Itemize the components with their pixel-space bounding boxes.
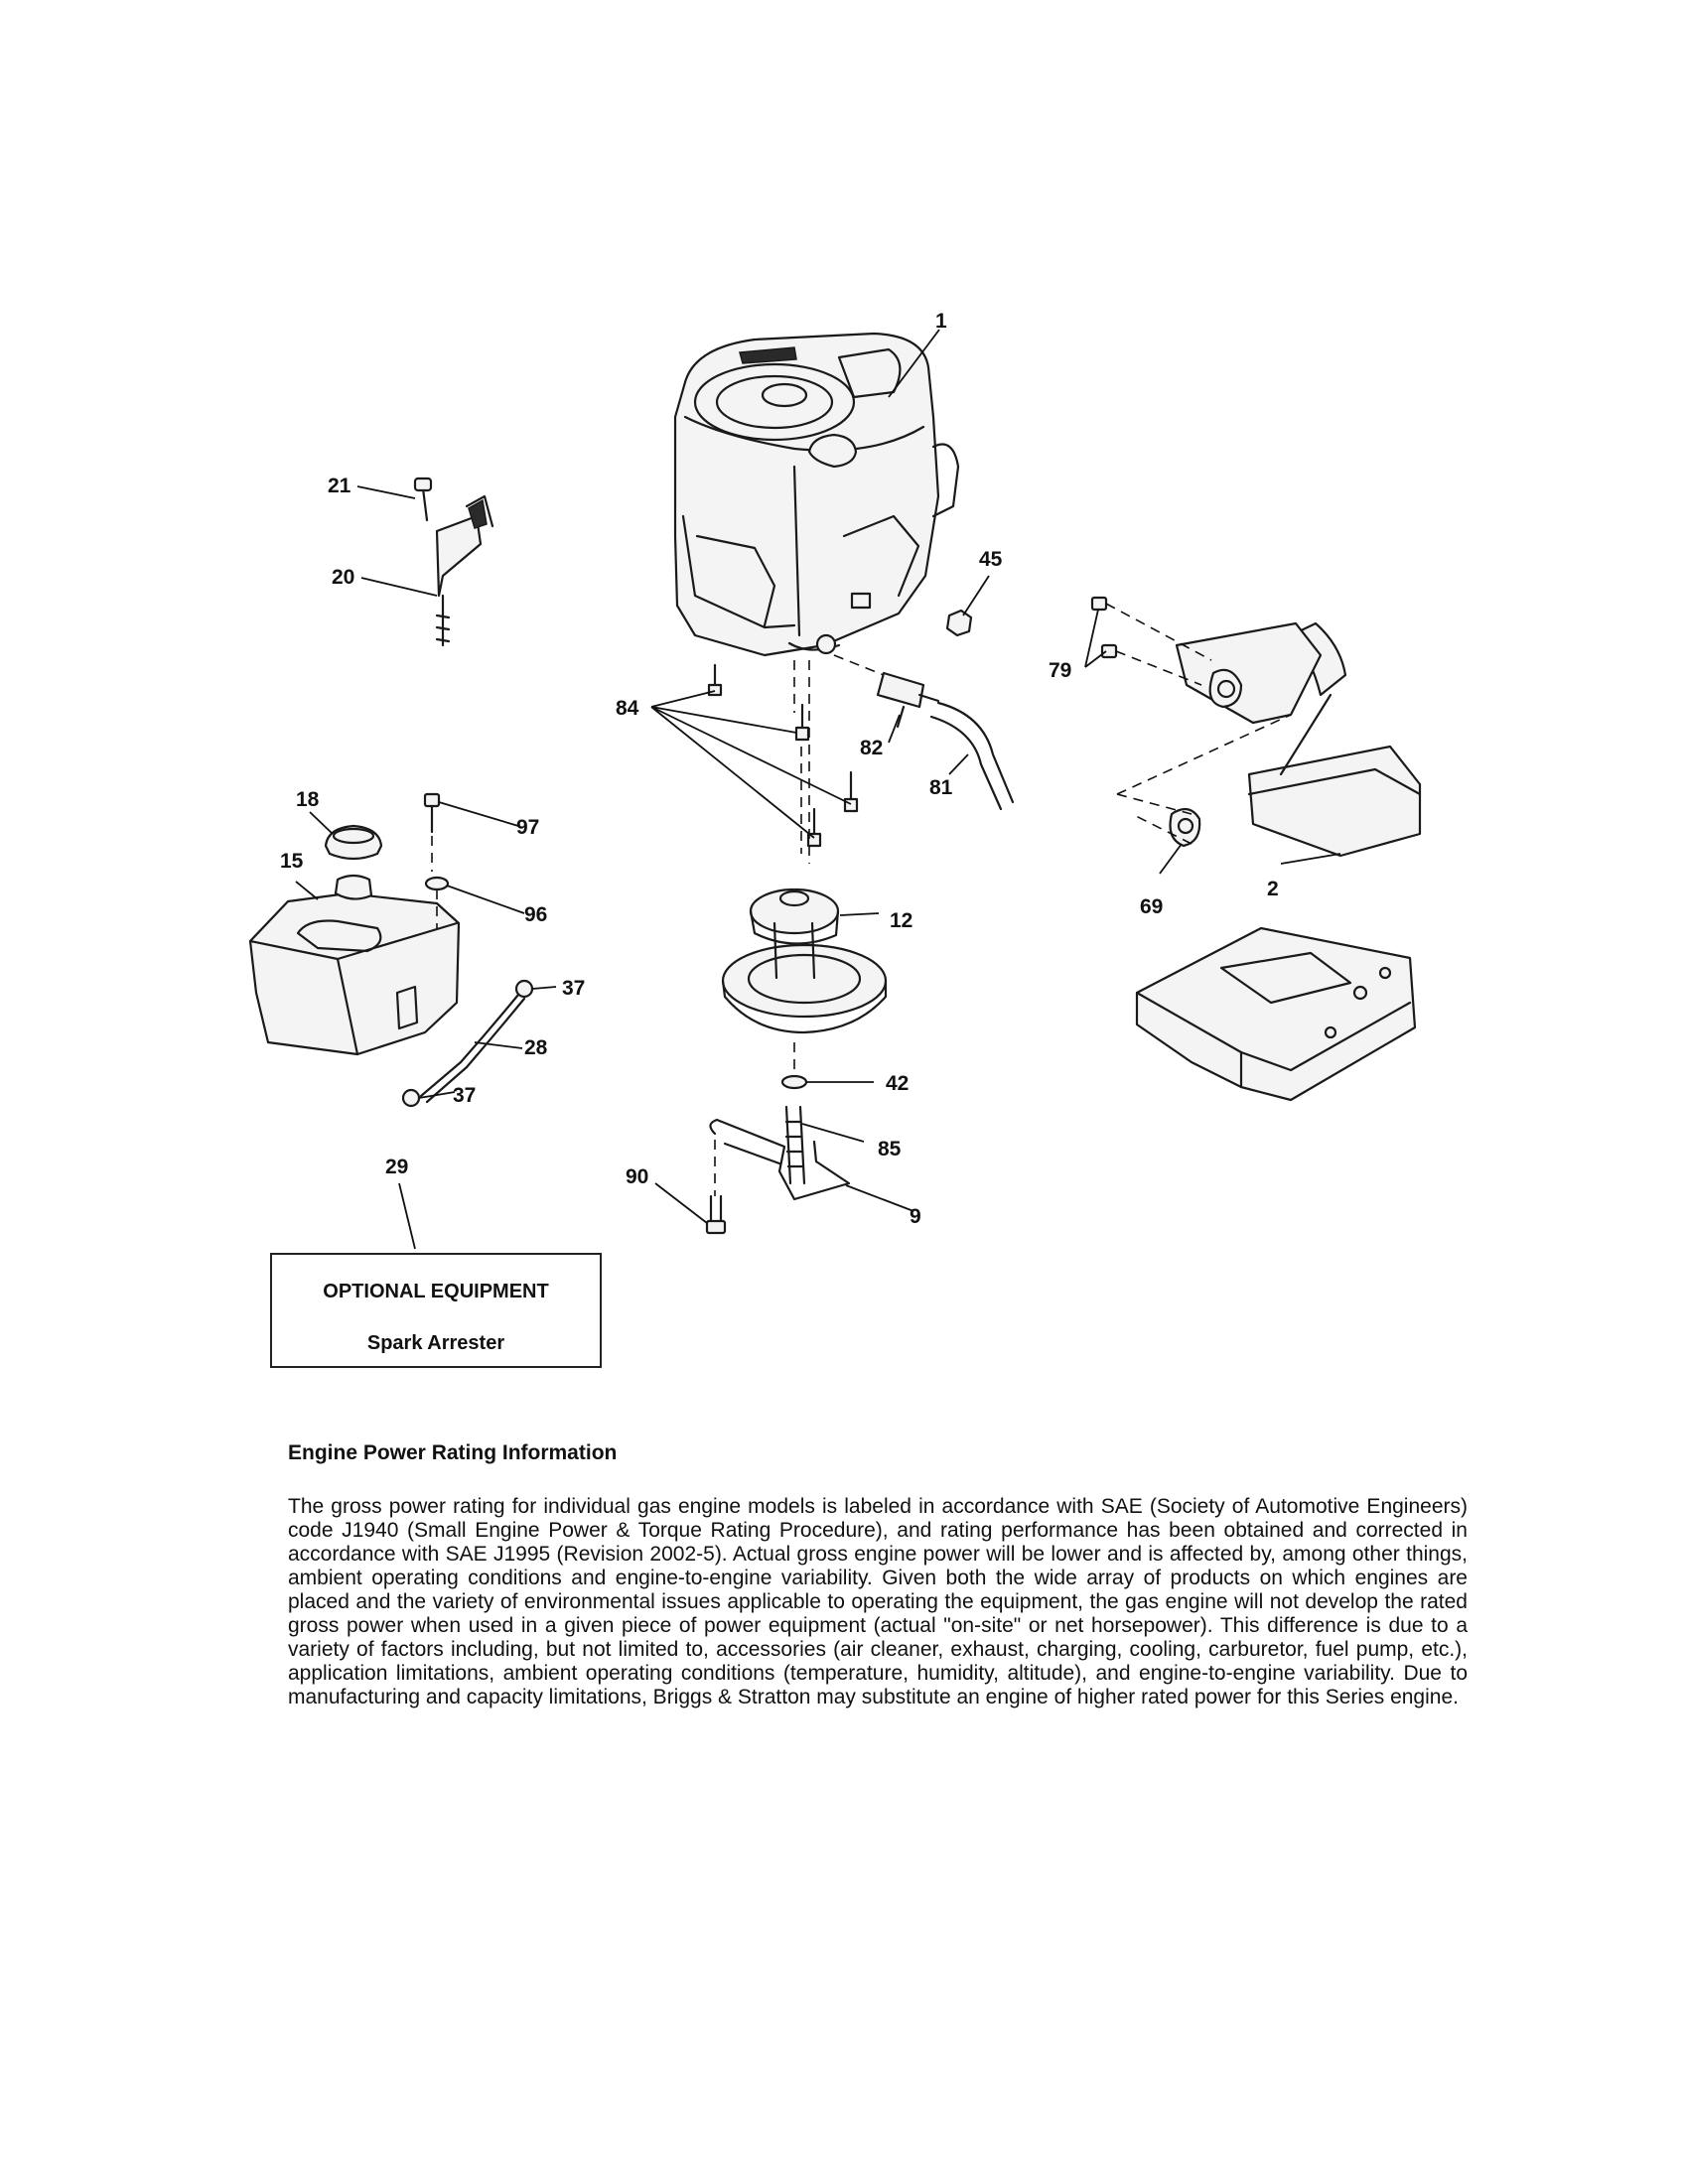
optional-equipment-title: OPTIONAL EQUIPMENT (323, 1281, 549, 1302)
callout-37-top: 37 (562, 977, 585, 1000)
callout-96: 96 (524, 903, 547, 926)
muffler-part (1090, 596, 1422, 858)
optional-equipment-box: OPTIONAL EQUIPMENT Spark Arrester (270, 1253, 602, 1368)
leader-lines (295, 329, 1341, 1250)
callouts: 1 21 20 45 79 84 82 81 2 69 12 18 15 97 … (280, 310, 1279, 1228)
callout-1: 1 (935, 310, 947, 333)
tank-screw-part (423, 792, 450, 928)
callout-37-bottom: 37 (453, 1084, 476, 1107)
callout-97: 97 (516, 816, 539, 839)
throttle-control-part (413, 477, 494, 647)
callout-9: 9 (910, 1205, 921, 1228)
callout-28: 28 (524, 1036, 548, 1059)
bracket-part (705, 1118, 851, 1235)
callout-90: 90 (626, 1165, 648, 1188)
callout-20: 20 (332, 566, 354, 589)
callout-42: 42 (886, 1072, 909, 1095)
fuel-tank-part (248, 824, 461, 1056)
callout-18: 18 (296, 788, 320, 811)
callout-12: 12 (890, 909, 912, 932)
engine-mount-plate (1135, 926, 1417, 1102)
callout-79: 79 (1049, 659, 1071, 682)
callout-29: 29 (385, 1156, 408, 1178)
callout-82: 82 (860, 737, 883, 759)
engine-part (673, 332, 960, 657)
callout-45: 45 (979, 548, 1003, 571)
callout-21: 21 (328, 475, 351, 497)
optional-equipment-item: Spark Arrester (366, 1332, 505, 1354)
info-paragraph: The gross power rating for individual ga… (288, 1495, 1468, 1708)
callout-84: 84 (616, 697, 639, 720)
callout-2: 2 (1267, 878, 1279, 900)
callout-81: 81 (929, 776, 953, 799)
fuel-line-part (401, 979, 534, 1108)
engine-mounting-bolts (707, 660, 859, 864)
pulley-part (721, 887, 888, 1185)
callout-69: 69 (1140, 895, 1163, 918)
info-heading: Engine Power Rating Information (288, 1441, 618, 1464)
fuel-filter-part (833, 654, 1015, 811)
parts-diagram: 1 21 20 45 79 84 82 81 2 69 12 18 15 97 … (248, 310, 1422, 1250)
nut-part (945, 609, 973, 637)
callout-15: 15 (280, 850, 304, 873)
callout-85: 85 (878, 1138, 902, 1160)
